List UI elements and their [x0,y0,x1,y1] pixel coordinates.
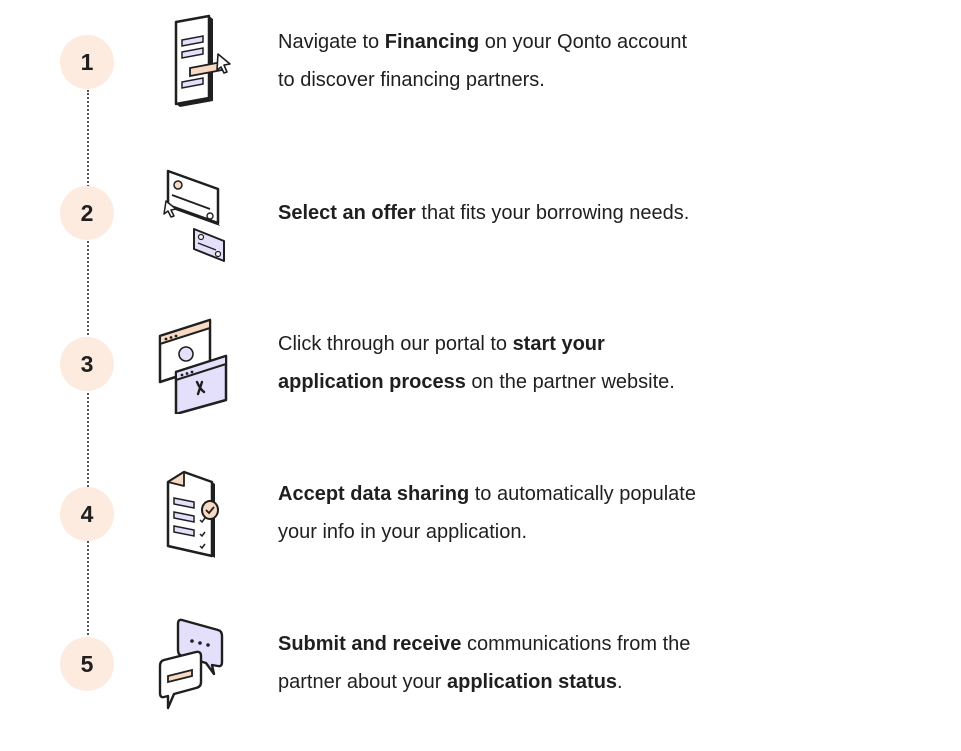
form-cursor-icon [152,12,232,112]
step-description: Submit and receive communications from t… [278,625,798,701]
step-line: Click through our portal to start your [278,333,605,355]
step-2: 2 Select an offer that fits your borrowi… [0,151,961,271]
step-description: Select an offer that fits your borrowing… [278,194,798,232]
step-line: Accept data sharing to automatically pop… [278,483,696,505]
step-line: Submit and receive communications from t… [278,633,691,655]
step-line: Select an offer that fits your borrowing… [278,202,690,224]
step-number-badge: 4 [60,487,114,541]
step-line: your info in your application. [278,521,528,543]
step-description: Accept data sharing to automatically pop… [278,475,798,551]
step-line: to discover financing partners. [278,69,545,91]
step-3: 3 Click through our portal to start your… [0,302,961,422]
step-line: partner about your application status. [278,671,623,693]
chat-bubbles-icon [152,612,232,712]
step-1: 1 Navigate to Financing on your Qonto ac… [0,0,961,120]
step-5: 5 Submit and receive communications from… [0,602,961,722]
portal-windows-icon [152,314,232,416]
step-4: 4 Accept data sharing to automatically p… [0,452,961,572]
offer-cards-icon [152,163,232,263]
step-number-badge: 5 [60,637,114,691]
step-number-badge: 3 [60,337,114,391]
step-number-badge: 1 [60,35,114,89]
step-line: Navigate to Financing on your Qonto acco… [278,31,688,53]
step-description: Navigate to Financing on your Qonto acco… [278,23,798,99]
checklist-document-icon [152,464,232,564]
step-line: application process on the partner websi… [278,371,675,393]
step-number-badge: 2 [60,186,114,240]
step-description: Click through our portal to start your a… [278,325,798,401]
